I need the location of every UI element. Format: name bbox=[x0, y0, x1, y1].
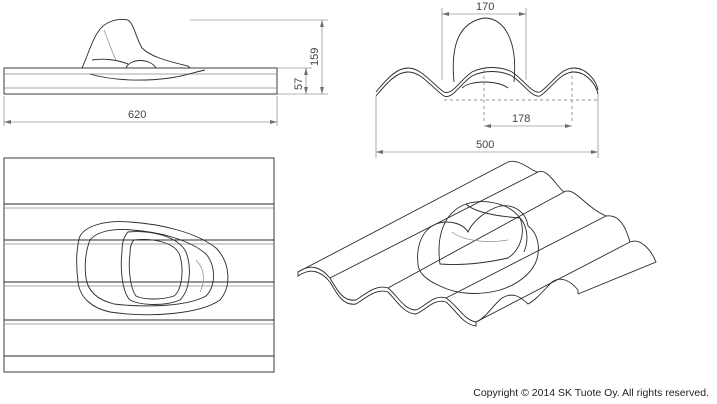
plan-view bbox=[3, 157, 275, 373]
dimension-heights: 57 159 bbox=[190, 19, 328, 95]
dim-label-159: 159 bbox=[309, 48, 321, 66]
profile-view bbox=[375, 17, 599, 124]
dim-label-620: 620 bbox=[128, 109, 146, 121]
dim-label-178: 178 bbox=[512, 113, 530, 125]
dimension-pitch: 178 bbox=[484, 113, 572, 128]
dimension-side-length: 620 bbox=[3, 96, 278, 126]
dim-label-500: 500 bbox=[476, 139, 494, 151]
copyright-notice: Copyright © 2014 SK Tuote Oy. All rights… bbox=[473, 387, 709, 399]
side-view bbox=[3, 19, 278, 95]
dim-label-170: 170 bbox=[476, 1, 494, 13]
dimension-profile-width: 500 bbox=[375, 94, 599, 158]
dim-label-57: 57 bbox=[293, 78, 305, 90]
isometric-view bbox=[297, 160, 657, 327]
dimension-outlet: 170 bbox=[441, 1, 527, 80]
